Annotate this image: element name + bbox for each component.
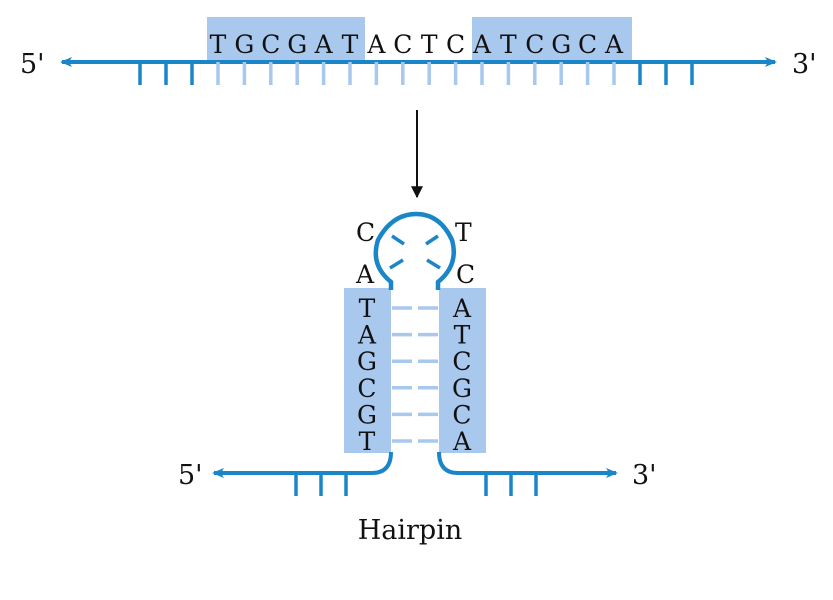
right-stem-base: T (454, 321, 471, 350)
loop-base-top-right: T (455, 218, 472, 247)
linear-base-letter: T (342, 30, 359, 59)
right-stem-base: A (452, 427, 472, 456)
linear-base-letter: T (421, 30, 438, 59)
left-palindrome-highlight (207, 17, 365, 62)
right-stem-base: C (452, 400, 471, 429)
linear-five-prime-label: 5' (20, 49, 45, 80)
linear-base-letter: A (314, 30, 334, 59)
loop-tick (426, 258, 441, 270)
linear-base-letter: C (261, 30, 280, 59)
linear-base-ticks (138, 62, 694, 85)
linear-three-prime-label: 3' (792, 49, 817, 80)
right-stem-base: C (452, 347, 471, 376)
hairpin-loop (373, 211, 456, 290)
left-stem-highlight (344, 288, 391, 453)
loop-base-bottom-left: A (355, 260, 375, 289)
loop-tick (389, 258, 404, 270)
left-stem-base: A (357, 321, 377, 350)
loop-tick (391, 234, 405, 246)
linear-base-letter: A (366, 30, 386, 59)
linear-base-letter: T (210, 30, 227, 59)
loop-base-top-left: C (356, 218, 375, 247)
left-stem-base: G (357, 347, 377, 376)
hairpin-five-prime-label: 5' (178, 460, 203, 491)
hairpin-five-prime-strand (212, 451, 393, 478)
linear-base-letter: C (393, 30, 412, 59)
left-stem-base: T (359, 294, 376, 323)
left-stem-base: T (359, 427, 376, 456)
linear-base-letter: T (500, 30, 517, 59)
linear-base-letter: C (446, 30, 465, 59)
linear-base-letter: A (472, 30, 492, 59)
stem-base-pairs (392, 306, 438, 443)
linear-base-letter: C (578, 30, 597, 59)
right-stem-base: G (452, 374, 472, 403)
right-palindrome-highlight (472, 17, 632, 62)
loop-tick (425, 234, 439, 246)
left-stem-base: G (357, 400, 377, 429)
tail-base-ticks (294, 473, 538, 496)
linear-base-letter: G (234, 30, 254, 59)
right-stem-base: A (452, 294, 472, 323)
hairpin-caption: Hairpin (358, 515, 463, 546)
linear-base-letter: G (287, 30, 307, 59)
linear-base-letter: A (604, 30, 624, 59)
right-stem-highlight (439, 288, 486, 453)
hairpin-three-prime-strand (437, 451, 618, 478)
left-stem-base: C (357, 374, 376, 403)
linear-base-letter: C (525, 30, 544, 59)
hairpin-three-prime-label: 3' (632, 460, 657, 491)
linear-base-letter: G (551, 30, 571, 59)
loop-base-bottom-right: C (456, 260, 475, 289)
